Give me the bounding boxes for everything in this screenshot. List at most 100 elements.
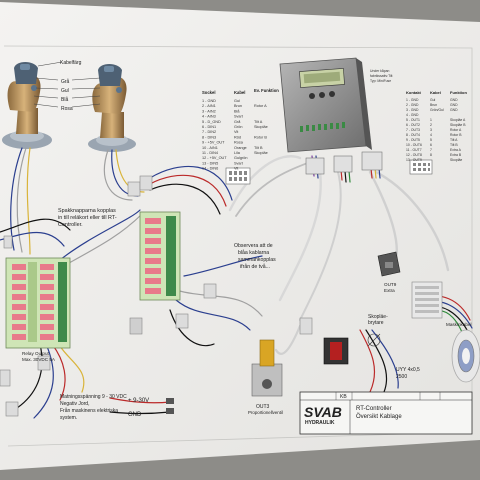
rocker-switch <box>323 337 349 365</box>
note-observera-1: Observera att de <box>234 243 273 249</box>
out9-sublabel: Extra <box>384 288 395 293</box>
output-table-row-11-col-3: Extra A <box>450 148 462 152</box>
cable-table-row-6-col-2: Grön <box>234 125 242 129</box>
note-spakk-3: Controller. <box>58 222 83 228</box>
cable-table-row-4-col-1: 4 - AIN3 <box>202 115 216 119</box>
controller-note-2: fabrikssattv:Tilt <box>370 74 393 78</box>
supply-terminals <box>166 398 174 414</box>
cable-table-row-11-col-2: Lila <box>234 151 241 155</box>
output-table-row-5-col-2: 1 <box>430 118 432 122</box>
output-table-row-8-col-2: 4 <box>430 133 432 137</box>
terminal-block <box>411 281 443 319</box>
cable-table-row-6-col-1: 6 - DIN1 <box>202 125 216 129</box>
maskinkabel-label: Maskinkabel <box>446 322 472 327</box>
cable-table-row-1-col-1: 1 - GND <box>202 99 216 103</box>
joystick-left <box>2 62 52 149</box>
cable-color-blue: Blå <box>61 96 68 103</box>
output-table-row-2-col-2: Brun <box>430 103 437 107</box>
cable-table-row-12-col-2: Gulgrön <box>234 156 248 160</box>
cable-spec-2: 2500 <box>396 374 407 380</box>
skoplae-label-1: Skopläe- <box>368 314 388 320</box>
supply-note-1: Matningsspänning 9 - 30 VDC <box>60 394 127 400</box>
cable-table-row-5-col-2: Grå <box>234 120 241 124</box>
output-table-row-1-col-2: Gul <box>430 98 436 102</box>
cable-color-header: Kabelfärg <box>60 60 82 66</box>
wire-harness <box>0 147 473 419</box>
relay-output-1: Relay Output <box>22 351 50 356</box>
cable-table-row-11-col-3: Skopläe <box>254 151 268 155</box>
output-table-row-10-col-2: 6 <box>430 143 432 147</box>
cable-table-header-sockel: Sockel <box>202 90 216 95</box>
output-table-row-11-col-1: 11 - OUT7 <box>406 148 422 152</box>
output-table-row-12-col-1: 12 - OUT8 <box>406 153 422 157</box>
cable-color-yellow: Gul <box>61 88 69 94</box>
cable-table-row-2-col-3: Rotor A <box>254 104 267 108</box>
cable-table-row-2-col-1: 2 - AIN1 <box>202 104 216 108</box>
supply-note-2: Negativ Jord, <box>60 401 89 407</box>
output-table-row-7-col-2: 3 <box>430 128 432 132</box>
output-table-row-2-col-1: 2 - GND <box>406 103 419 107</box>
supply-note-3: Från maskinens elektriska <box>60 407 118 414</box>
output-table-row-5-col-1: 5 - OUT1 <box>406 118 420 122</box>
cable-table-row-4-col-2: Svart <box>234 115 244 119</box>
svab-logo-sub: HYDRAULIK <box>305 420 335 426</box>
cable-table-row-14-col-1: 14 - DIN6 <box>202 167 218 171</box>
title-line-2: Översikt Kablage <box>356 413 402 420</box>
out3-label: OUT3 <box>256 404 270 410</box>
cable-color-pink: Rosa <box>61 106 73 112</box>
out3-valve <box>251 339 283 397</box>
output-table-row-2-col-3: GND <box>450 103 458 107</box>
output-table-row-13-col-3: Skopläe <box>450 158 462 162</box>
supply-plus-label: + 9-30V <box>128 398 149 404</box>
output-table-row-10-col-3: Tilt B <box>450 143 458 147</box>
cable-table-row-6-col-3: Skopläe <box>254 125 268 129</box>
cable-table-row-8-col-1: 8 - DIN3 <box>202 135 216 139</box>
out9-label: OUT9 <box>384 282 397 287</box>
output-table-row-12-col-2: 8 <box>430 153 432 157</box>
output-table-row-12-col-3: Extra B <box>450 153 462 157</box>
output-table-header-kontakt: Kontakt <box>406 90 422 95</box>
output-table-row-3-col-2: Grön/Gul <box>430 108 444 112</box>
cable-table-row-10-col-1: 10 - AIN1 <box>202 146 218 150</box>
cable-table-row-10-col-3: Tilt B <box>254 146 263 150</box>
cable-color-leaders <box>33 61 101 108</box>
cable-table-row-1-col-2: Gul <box>234 99 240 103</box>
cable-table-row-5-col-3: Tilt A <box>254 120 263 124</box>
output-table-row-6-col-2: 2 <box>430 123 432 127</box>
out9-sensor <box>377 251 401 277</box>
cable-table-row-2-col-2: Brun <box>234 104 242 108</box>
supply-note-4: system. <box>60 415 77 421</box>
maskinkabel-coil <box>451 329 480 383</box>
cable-table-row-9-col-1: 9 - +5V_OUT <box>202 141 225 145</box>
cable-spec-1: UYY 4x0,5 <box>396 367 420 373</box>
output-table-row-6-col-1: 6 - OUT2 <box>406 123 420 127</box>
output-table-row-13-col-1: 13 - OUT9 <box>406 158 422 162</box>
output-table-row-6-col-3: Skopläe B <box>450 123 466 127</box>
note-spakk-1: Spakknapparna kopplas <box>58 208 116 214</box>
output-table-row-9-col-1: 9 - OUT5 <box>406 138 420 142</box>
cable-table-row-8-col-3: Rotor B <box>254 135 267 139</box>
cable-table-row-9-col-2: Rosa <box>234 141 244 145</box>
relay-board-left <box>5 257 71 349</box>
note-observera-4: ifrån de två... <box>240 263 270 270</box>
output-table-row-7-col-1: 7 - OUT3 <box>406 128 420 132</box>
output-table-row-9-col-3: Tilt A <box>450 138 458 142</box>
cable-color-gray: Grå <box>61 78 70 85</box>
output-table-row-8-col-1: 8 - OUT4 <box>406 133 420 137</box>
cable-table-row-8-col-2: Röd <box>234 135 241 139</box>
output-table-row-11-col-2: 7 <box>430 148 432 152</box>
cable-table-row-14-col-2: Vit <box>234 167 239 171</box>
cable-table-row-3-col-2: Blå <box>234 109 240 113</box>
note-observera-2: blåa kablarna <box>238 249 269 256</box>
output-table-row-7-col-3: Rotor A <box>450 128 462 132</box>
controller-note-1: Under kåpan <box>370 69 390 73</box>
out3-sublabel: Proportionellventil <box>248 410 283 415</box>
output-table-row-8-col-3: Rotor B <box>450 133 462 137</box>
cable-table-row-13-col-2: Svart <box>234 161 244 165</box>
output-table-row-10-col-1: 10 - OUT6 <box>406 143 422 147</box>
output-table-header-kabel: Kabel <box>430 90 441 95</box>
cable-table-row-7-col-2: Vit <box>234 130 239 134</box>
